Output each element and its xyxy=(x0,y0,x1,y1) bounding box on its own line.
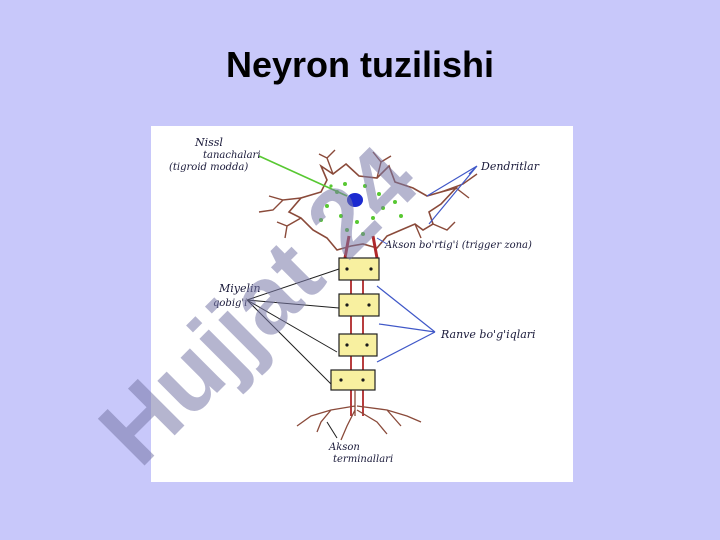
label-axon-hillock: Akson bo'rtig'i (trigger zona) xyxy=(384,240,532,251)
hillock-pointer xyxy=(376,237,388,245)
label-myelin-2: qobig'i xyxy=(213,298,247,309)
label-nissl-3: (tigroid modda) xyxy=(169,162,248,173)
slide-title: Neyron tuzilishi xyxy=(225,44,495,85)
terminals-pointer xyxy=(326,421,338,439)
cell-body xyxy=(258,149,478,251)
neuron-drawing: Nissl tanachalari (tigroid modda) Dendri… xyxy=(169,136,540,465)
myelin-sheath xyxy=(330,257,380,391)
nucleus xyxy=(347,193,363,207)
axon-hillock xyxy=(343,235,379,259)
label-dendrites: Dendritlar xyxy=(480,160,540,173)
myelin-pointers xyxy=(246,268,340,385)
label-nissl-2: tanachalari xyxy=(203,150,261,161)
axon-terminals xyxy=(296,390,422,441)
label-myelin-1: Miyelin xyxy=(218,282,261,295)
myelin-nuclei xyxy=(339,267,373,382)
nissl-bodies xyxy=(319,182,403,236)
label-terminals-2: terminallari xyxy=(333,454,393,465)
dendrite-pointers xyxy=(426,165,478,225)
label-ranvier: Ranve bo'g'iqlari xyxy=(440,328,536,341)
nissl-pointer xyxy=(258,155,348,197)
neuron-diagram: Nissl tanachalari (tigroid modda) Dendri… xyxy=(151,126,573,482)
ranvier-pointers xyxy=(376,285,436,363)
label-nissl-1: Nissl xyxy=(194,136,223,149)
label-terminals-1: Akson xyxy=(328,442,360,453)
